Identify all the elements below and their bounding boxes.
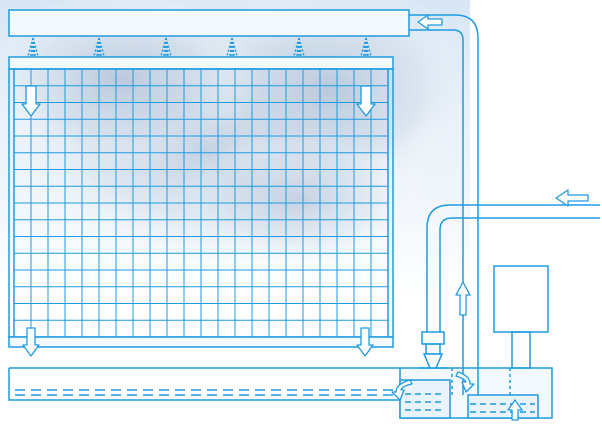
- top-distribution-pipe: [9, 10, 409, 36]
- water-tank: [400, 368, 552, 418]
- pad-bottom-bar: [9, 337, 393, 347]
- pad-top-header: [9, 57, 393, 69]
